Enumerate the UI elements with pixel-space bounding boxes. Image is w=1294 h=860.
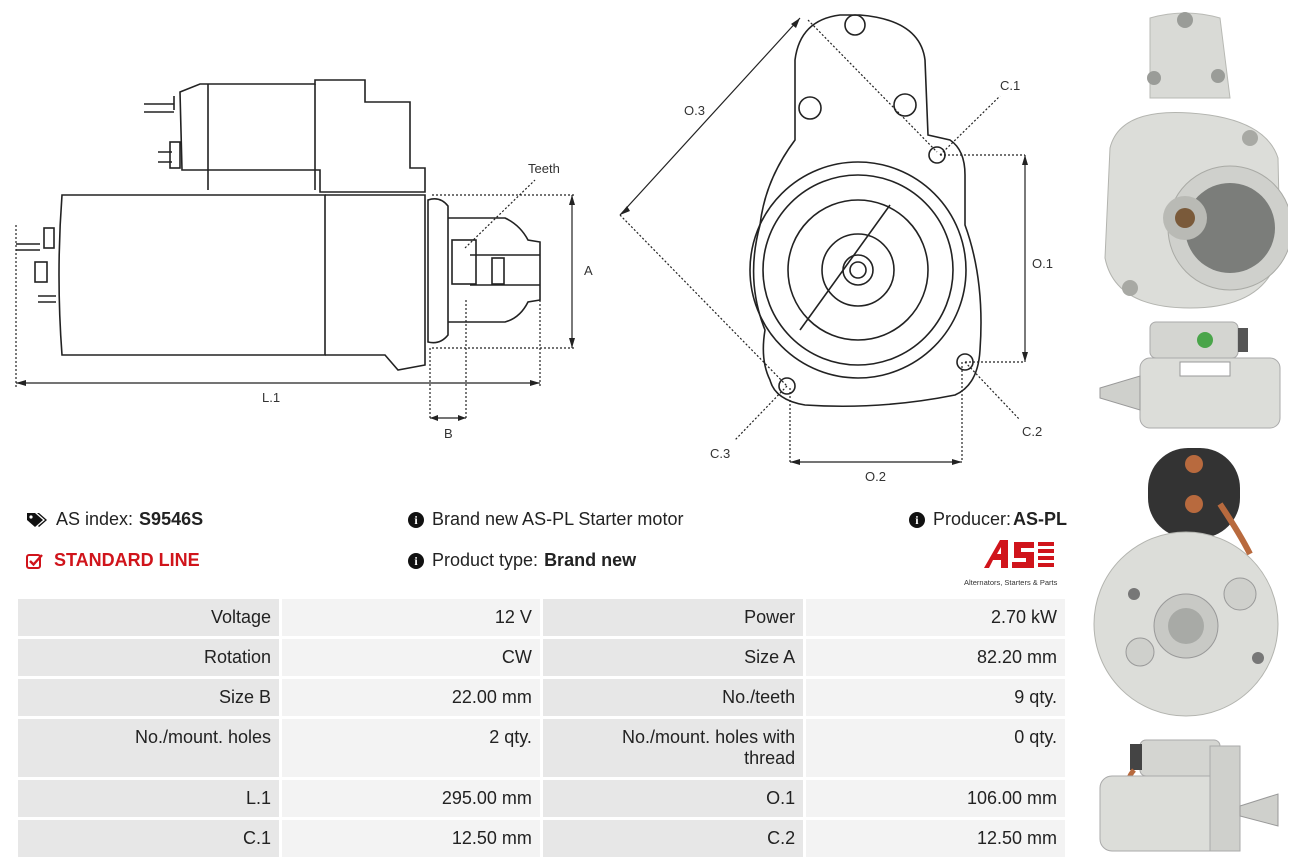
info-icon: i [408, 552, 424, 569]
as-index-value: S9546S [139, 509, 204, 529]
label-b: B [444, 426, 453, 441]
info-icon: i [408, 511, 424, 528]
product-photo-rear[interactable] [1090, 444, 1288, 726]
logo-tagline: Alternators, Starters & Parts [964, 578, 1058, 587]
spec-value: 12.50 mm [806, 820, 1065, 857]
label-c2: C.2 [1022, 424, 1042, 439]
spec-key: Power [542, 599, 804, 636]
label-c3: C.3 [710, 446, 730, 461]
solenoid-outline [179, 79, 426, 193]
product-type-value: Brand new [544, 550, 637, 570]
spec-value: 106.00 mm [806, 780, 1065, 817]
table-row: L.1 295.00 mm O.1 106.00 mm [18, 780, 1065, 817]
product-type-row: i Product type: Brand new [408, 550, 636, 571]
spec-key: Rotation [18, 639, 280, 676]
spec-key: No./mount. holes [18, 719, 280, 777]
label-o3: O.3 [684, 103, 705, 118]
spec-key: C.2 [542, 820, 804, 857]
spec-value: 12.50 mm [282, 820, 540, 857]
as-index-label: AS index: [56, 509, 134, 529]
standard-line-label: STANDARD LINE [54, 550, 200, 570]
product-photo-side[interactable] [1090, 318, 1288, 438]
producer-label: Producer: [932, 509, 1011, 529]
spec-value: 9 qty. [806, 679, 1065, 716]
product-type-label: Product type: [432, 550, 539, 570]
tags-icon [27, 512, 47, 527]
label-o2: O.2 [865, 469, 886, 484]
spec-value: 0 qty. [806, 719, 1065, 777]
technical-drawing: Teeth A B L.1 O.1 O.2 O.3 C.1 C.2 C.3 [15, 14, 1053, 484]
specs-table: Voltage 12 V Power 2.70 kW Rotation CW S… [15, 596, 1068, 860]
product-photo-front[interactable] [1090, 8, 1288, 318]
product-photo-side-2[interactable] [1090, 736, 1288, 856]
spec-key: Voltage [18, 599, 280, 636]
as-index-row: AS index: S9546S [26, 509, 203, 530]
label-o1: O.1 [1032, 256, 1053, 271]
table-row: No./mount. holes 2 qty. No./mount. holes… [18, 719, 1065, 777]
table-row: Voltage 12 V Power 2.70 kW [18, 599, 1065, 636]
motor-body-outline [58, 194, 326, 356]
spec-key: L.1 [18, 780, 280, 817]
as-pl-logo-mark [984, 540, 1054, 568]
spec-key: No./teeth [542, 679, 804, 716]
label-l1: L.1 [262, 390, 280, 405]
table-row: Size B 22.00 mm No./teeth 9 qty. [18, 679, 1065, 716]
producer-row: i Producer: AS-PL [908, 509, 1067, 530]
spec-value: CW [282, 639, 540, 676]
label-teeth: Teeth [528, 161, 560, 176]
spec-value: 2.70 kW [806, 599, 1065, 636]
spec-key: C.1 [18, 820, 280, 857]
drive-end-outline [427, 198, 449, 344]
info-icon: i [908, 511, 925, 528]
checkbox-icon [26, 553, 43, 569]
table-row: Rotation CW Size A 82.20 mm [18, 639, 1065, 676]
spec-value: 82.20 mm [806, 639, 1065, 676]
spec-key: Size A [542, 639, 804, 676]
spec-key: No./mount. holes with thread [542, 719, 804, 777]
label-c1: C.1 [1000, 78, 1020, 93]
spec-key: O.1 [542, 780, 804, 817]
spec-value: 22.00 mm [282, 679, 540, 716]
spec-value: 12 V [282, 599, 540, 636]
label-a: A [584, 263, 593, 278]
table-row: C.1 12.50 mm C.2 12.50 mm [18, 820, 1065, 857]
front-flange-outline [752, 14, 982, 408]
description-text: Brand new AS-PL Starter motor [432, 509, 684, 529]
spec-value: 2 qty. [282, 719, 540, 777]
description-row: i Brand new AS-PL Starter motor [408, 509, 683, 530]
spec-value: 295.00 mm [282, 780, 540, 817]
standard-line-row: STANDARD LINE [26, 550, 200, 571]
spec-key: Size B [18, 679, 280, 716]
as-pl-logo: Alternators, Starters & Parts [964, 538, 1068, 587]
producer-value: AS-PL [1013, 509, 1067, 529]
